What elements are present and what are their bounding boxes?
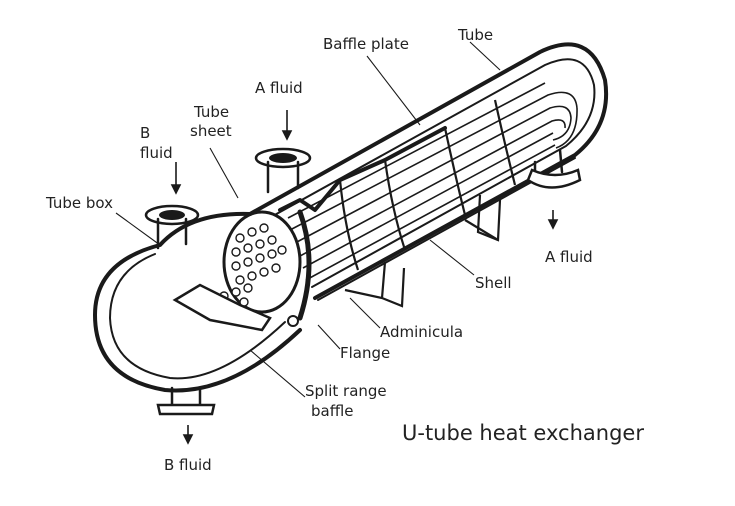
- tube-box-inner: [109, 253, 286, 380]
- shell-inner-line: [261, 58, 596, 288]
- label-tube-sheet-line2: sheet: [190, 122, 232, 140]
- baffle-plates: [338, 99, 517, 271]
- flange-bolt: [287, 315, 299, 327]
- diagram-title: U-tube heat exchanger: [402, 421, 644, 445]
- label-flange: Flange: [340, 344, 390, 362]
- label-b-fluid-bottom: B fluid: [164, 456, 212, 474]
- b-fluid-inlet-nozzle: [144, 204, 200, 250]
- split-range-baffle: [172, 283, 272, 332]
- label-shell: Shell: [475, 274, 512, 292]
- label-tube-box: Tube box: [45, 194, 113, 212]
- shell-outline: [248, 42, 609, 300]
- exchanger-drawing: [93, 41, 609, 445]
- label-tube-sheet-line1: Tube: [193, 103, 229, 121]
- label-a-fluid-right: A fluid: [545, 248, 593, 266]
- label-b-fluid-top-line2: fluid: [140, 144, 173, 162]
- label-a-fluid-top: A fluid: [255, 79, 303, 97]
- a-fluid-outlet-nozzle: [526, 148, 582, 189]
- label-adminicula: Adminicula: [380, 323, 463, 341]
- label-split-range-line1: Split range: [305, 382, 387, 400]
- flange-ring: [297, 209, 312, 321]
- label-tube: Tube: [457, 26, 493, 44]
- label-b-fluid-top-line1: B: [140, 124, 150, 142]
- b-fluid-outlet-nozzle: [156, 386, 216, 416]
- support-saddles: [344, 194, 502, 308]
- label-split-range-line2: baffle: [311, 402, 353, 420]
- flow-arrows: [170, 110, 559, 445]
- label-baffle-plate: Baffle plate: [323, 35, 409, 53]
- tube-sheet: [215, 210, 302, 315]
- leader-lines: [115, 41, 501, 398]
- cutaway-edge: [278, 126, 447, 212]
- labels: Baffle plate Tube A fluid Tube sheet B f…: [45, 26, 644, 474]
- tube-bundle: [287, 82, 578, 281]
- tube-box-outline: [93, 211, 302, 393]
- a-fluid-inlet-nozzle: [254, 147, 312, 194]
